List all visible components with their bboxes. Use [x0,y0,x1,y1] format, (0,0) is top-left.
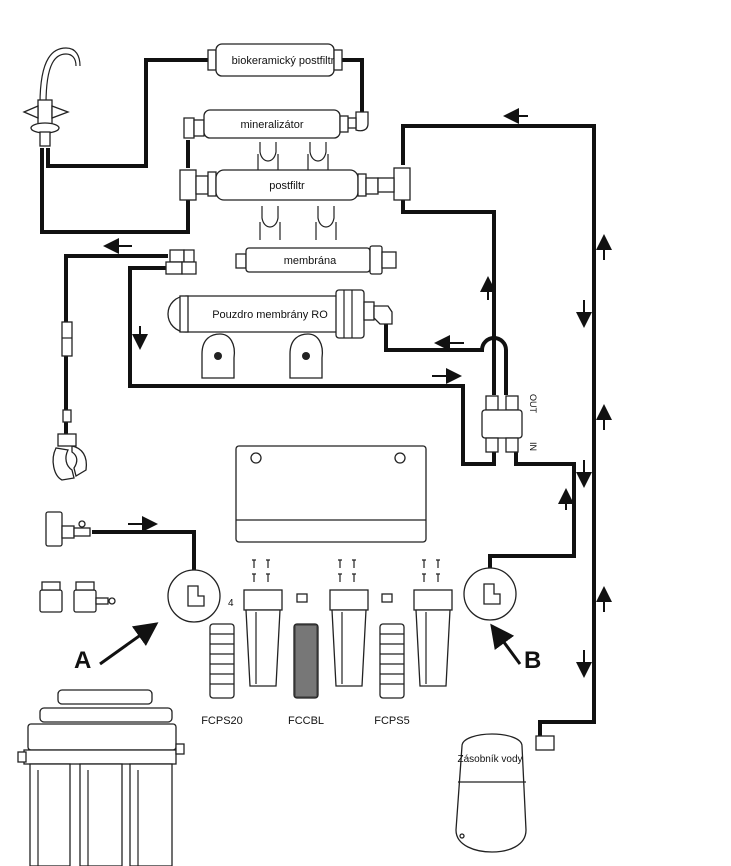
mounting-clips-upper [257,142,329,170]
connector [296,593,308,603]
biokeramic-label: biokeramický postfiltr [232,55,335,67]
mounting-clips-lower [259,206,337,240]
fccbl-label: FCCBL [288,715,324,727]
callout-arrow-a [99,622,159,666]
filter-housing-3 [413,589,453,687]
fcps20-label: FCPS20 [201,715,243,727]
callout-a-label: A [74,647,91,674]
connector [381,593,393,603]
bottle-2 [73,581,116,613]
valve-in-label: IN [528,442,538,451]
auto-shutoff-valve: OUT IN [481,394,538,453]
mounting-plate [235,445,427,543]
valve-out-label: OUT [528,394,538,414]
bottle-1 [39,581,63,613]
feed-valve [45,511,91,547]
tank-label: Zásobník vody [457,754,522,765]
mineralizer-label: mineralizátor [241,119,304,131]
filter-housing-2 [329,589,369,687]
drain-saddle [52,409,88,481]
water-storage-tank: Zásobník vody [455,733,555,853]
mineralizer-filter: mineralizátor [183,109,349,139]
membrane-label: membrána [284,255,337,267]
number-4-label: 4 [228,598,234,609]
faucet-icon [22,47,81,147]
postfilter: postfiltr [179,167,411,201]
callout-arrow-b [490,623,522,665]
ro-membrane-housing: Pouzdro membrány RO [167,289,393,339]
cartridge-fcps5 [379,623,405,699]
cartridge-fccbl [293,623,319,699]
postfilter-label: postfiltr [269,180,305,192]
cartridge-fcps20 [209,623,235,699]
filter-housing-1 [243,589,283,687]
ro-membrane: membrána [235,245,397,275]
housing-brackets [201,333,324,379]
assembled-ro-unit [17,689,185,866]
screws [252,559,440,582]
elbow-fittings [165,249,197,275]
membrane-housing-label: Pouzdro membrány RO [212,309,328,321]
flow-arrows [103,108,612,678]
detail-circle-b [463,567,517,621]
biokeramic-postfilter: biokeramický postfiltr [207,43,369,132]
tubing-network [40,58,596,736]
fcps5-label: FCPS5 [374,715,409,727]
detail-circle-a [167,569,221,623]
flow-restrictor [61,321,73,357]
callout-b-label: B [524,647,541,674]
